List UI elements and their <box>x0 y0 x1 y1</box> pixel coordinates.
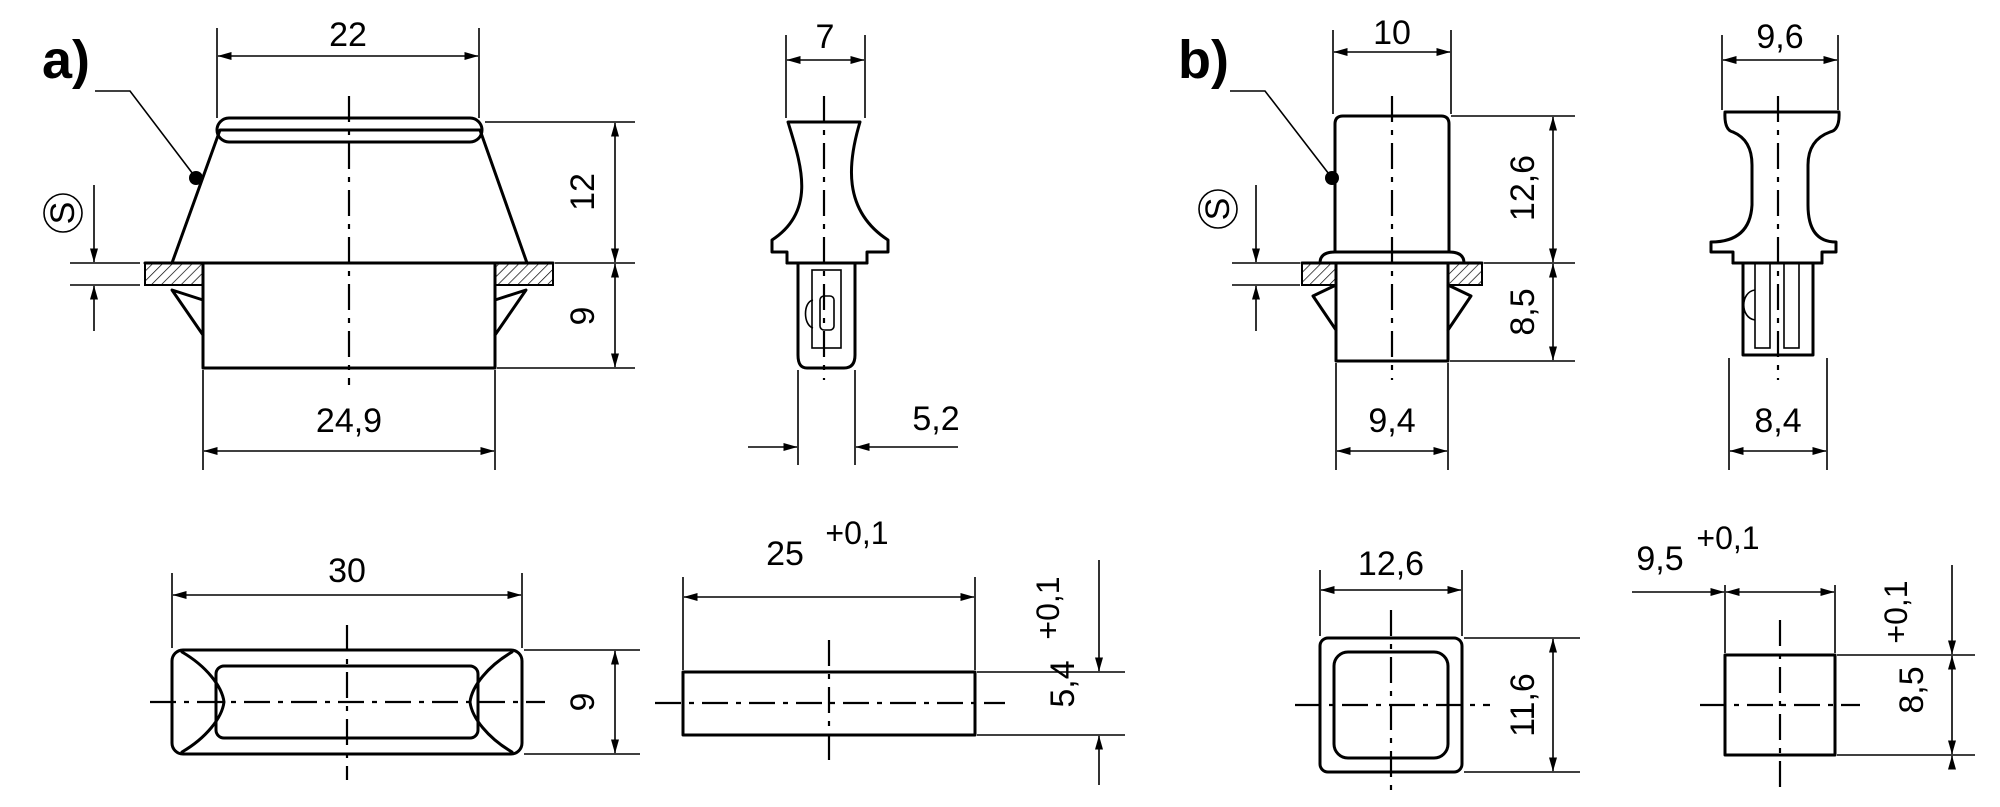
panel-a-surface-symbol-icon: S <box>43 193 83 233</box>
svg-text:+0,1: +0,1 <box>1030 576 1066 639</box>
svg-text:9,5: 9,5 <box>1636 540 1683 578</box>
panel-b-surface-symbol-icon: S <box>1198 189 1238 229</box>
panel-a-dim-base-width: 24,9 <box>202 370 496 470</box>
panel-b-cutout <box>1700 620 1860 790</box>
panel-b-dim-top-width: 10 <box>1332 14 1452 114</box>
svg-text:5,2: 5,2 <box>912 400 959 438</box>
panel-a-dim-cutout-height: 5,4 +0,1 <box>977 560 1125 785</box>
panel-a-side-view <box>770 96 890 380</box>
svg-text:+0,1: +0,1 <box>1878 580 1914 643</box>
svg-text:24,9: 24,9 <box>316 402 382 440</box>
svg-text:11,6: 11,6 <box>1504 673 1542 737</box>
svg-text:12,6: 12,6 <box>1358 545 1424 583</box>
panel-b-dim-base-width: 9,4 <box>1335 363 1449 470</box>
panel-a-panel-thickness-dim <box>70 185 140 331</box>
panel-a-dim-height-lower: 9 <box>497 263 635 369</box>
svg-text:12: 12 <box>564 173 602 211</box>
svg-text:7: 7 <box>816 18 835 56</box>
panel-a-leader <box>95 90 203 185</box>
panel-a-front-view <box>143 96 555 385</box>
panel-a-dim-bottom-height: 9 <box>524 649 640 755</box>
panel-a-dim-side-width: 7 <box>785 18 866 118</box>
panel-b-dim-side-base-width: 8,4 <box>1728 358 1828 470</box>
svg-text:S: S <box>1199 198 1237 221</box>
panel-b-bottom-view <box>1295 610 1490 795</box>
panel-b-dim-bottom-width: 12,6 <box>1319 545 1463 636</box>
svg-text:8,5: 8,5 <box>1504 288 1542 335</box>
panel-a: a) S <box>42 16 1125 785</box>
panel-b-dim-cutout-height: 8,5 +0,1 <box>1837 565 1975 770</box>
svg-text:30: 30 <box>328 552 366 590</box>
panel-a-bottom-view <box>150 625 545 780</box>
panel-b-dim-bottom-height: 11,6 <box>1464 637 1580 773</box>
svg-text:9,6: 9,6 <box>1756 18 1803 56</box>
panel-b-dim-side-width: 9,6 <box>1721 18 1839 110</box>
panel-b-dim-cutout-width: 9,5 +0,1 <box>1632 520 1836 653</box>
svg-text:9,4: 9,4 <box>1368 402 1415 440</box>
panel-a-dim-height-upper: 12 <box>485 121 635 264</box>
panel-a-dim-pin-width: 5,2 <box>748 370 960 465</box>
panel-b-side-view <box>1709 96 1841 380</box>
panel-b: b) S <box>1178 14 1975 795</box>
panel-a-cutout <box>655 640 1005 765</box>
panel-b-dim-height-upper: 12,6 <box>1451 115 1575 264</box>
svg-text:8,4: 8,4 <box>1754 402 1801 440</box>
svg-text:25: 25 <box>766 535 804 573</box>
panel-b-front-view <box>1300 96 1484 380</box>
svg-text:9: 9 <box>564 693 602 712</box>
svg-text:+0,1: +0,1 <box>825 515 888 551</box>
svg-text:22: 22 <box>329 16 367 54</box>
panel-a-dim-cutout-width: 25 +0,1 <box>682 515 976 670</box>
panel-b-label: b) <box>1178 30 1229 90</box>
svg-text:+0,1: +0,1 <box>1696 520 1759 556</box>
panel-b-leader <box>1230 90 1339 185</box>
svg-text:S: S <box>44 202 82 225</box>
panel-a-dim-top-width: 22 <box>216 16 480 118</box>
svg-text:12,6: 12,6 <box>1504 155 1542 221</box>
svg-text:8,5: 8,5 <box>1893 666 1931 713</box>
svg-text:9: 9 <box>564 307 602 326</box>
panel-b-dim-height-lower: 8,5 <box>1450 263 1575 362</box>
svg-text:5,4: 5,4 <box>1044 660 1082 707</box>
panel-b-panel-thickness-dim <box>1232 185 1300 331</box>
panel-a-dim-bottom-width: 30 <box>171 552 523 648</box>
panel-a-label: a) <box>42 30 90 90</box>
svg-text:10: 10 <box>1373 14 1411 52</box>
